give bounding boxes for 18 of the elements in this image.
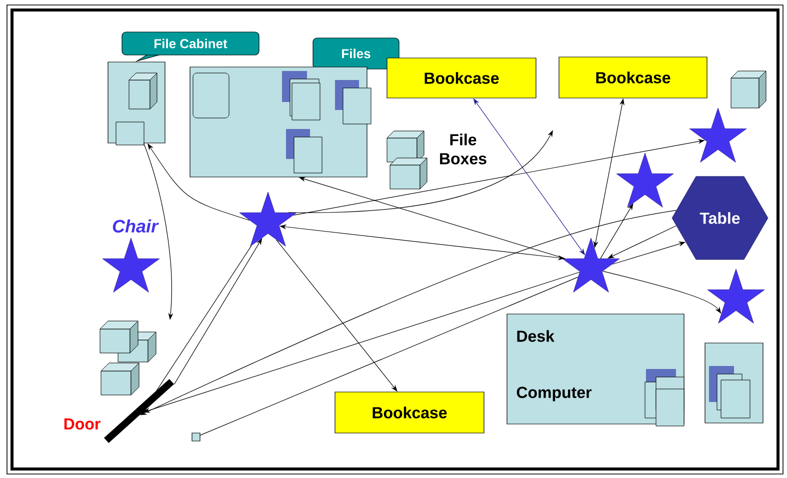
desk-box: Desk Computer [506, 314, 684, 424]
person-star [102, 238, 160, 292]
person-star [616, 152, 674, 208]
chair-label: Chair [112, 219, 159, 233]
door-label: Door [64, 418, 100, 430]
callout: File Cabinet [122, 32, 260, 62]
person-star [239, 192, 297, 246]
person-star [562, 238, 620, 292]
person-star [707, 268, 765, 324]
door-drawing [104, 378, 174, 444]
arrow [288, 130, 553, 213]
storage-box [192, 432, 200, 442]
bookcase-box: Bookcase [386, 58, 536, 98]
bookcase-box: Bookcase [558, 56, 708, 98]
table-hexagon: Table [672, 176, 768, 260]
file-boxes-label: File Boxes [440, 134, 486, 164]
bookcase-box: Bookcase [334, 392, 484, 434]
person-star [689, 108, 747, 162]
